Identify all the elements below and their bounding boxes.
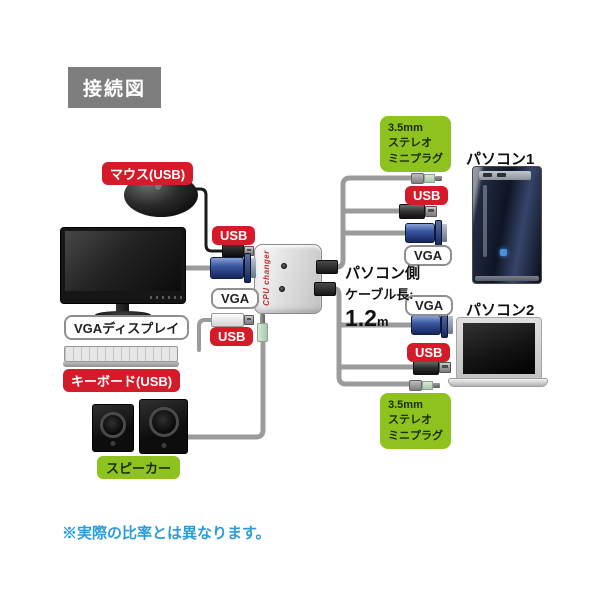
usb-connector-body — [413, 360, 439, 375]
vga-connector-flange — [244, 253, 251, 283]
usb-connector-tip — [244, 315, 254, 325]
speaker-port — [110, 441, 116, 446]
cable-length-unit: m — [376, 314, 389, 329]
cable-note-line2: ケーブル長: — [345, 287, 414, 302]
vga-connector-snout — [442, 224, 447, 242]
pc1-tower-image — [472, 166, 542, 284]
pc2-stereo-plug — [409, 379, 440, 392]
laptop-base — [448, 378, 548, 387]
kvm-select-button — [281, 263, 287, 269]
pc2-vga-connector — [411, 312, 453, 338]
pc1-name: パソコン1 — [466, 151, 535, 168]
tower-drive-slot — [497, 173, 506, 177]
monitor-stand-neck — [116, 304, 129, 312]
keyboard-image — [64, 346, 178, 362]
tower-base — [475, 276, 539, 281]
cable-length-value-row: 1.2m — [345, 305, 420, 332]
vga-display-image — [60, 227, 186, 304]
keyboard-usb-cable — [197, 318, 214, 352]
pc1-stereo-plug — [411, 172, 442, 185]
monitor-vga-connector — [210, 253, 256, 283]
keyboard-front-edge — [63, 362, 179, 367]
plug-tip — [433, 383, 440, 388]
cable-length-note: パソコン側 ケーブル長: 1.2m — [345, 262, 420, 332]
mouse-usb-label: USB — [212, 226, 256, 245]
keyboard-usb-label: USB — [210, 327, 254, 346]
pc2-vga-label: VGA — [405, 295, 454, 316]
speaker-plug-tip — [260, 314, 265, 324]
usb-contact — [428, 209, 434, 212]
plug-body — [409, 380, 422, 391]
vga-connector-flange — [435, 220, 442, 246]
plug-sleeve — [424, 174, 435, 183]
usb-connector-tip — [425, 206, 437, 217]
pc1-cable-trunk — [334, 175, 416, 270]
keyboard-label: キーボード(USB) — [63, 369, 181, 392]
pc2-name: パソコン2 — [466, 302, 535, 319]
tower-drive-slot — [483, 173, 492, 177]
tower-top-panel — [479, 171, 531, 180]
vga-connector-body — [405, 223, 435, 243]
pc1-vga-label: VGA — [404, 245, 453, 266]
speaker-label: スピーカー — [97, 456, 181, 479]
speaker-port — [161, 443, 166, 448]
vga-display-label: VGAディスプレイ — [64, 315, 190, 340]
speaker-right-image — [139, 399, 188, 454]
kvm-pc2-port — [314, 282, 336, 296]
pc1-stereo-plug-label: 3.5mm ステレオ ミニプラグ — [380, 116, 451, 173]
speaker-plug-body — [257, 323, 268, 342]
pc2-usb-connector — [413, 360, 451, 375]
usb-contact — [247, 318, 251, 320]
usb-contact — [442, 365, 448, 368]
laptop-screen — [463, 323, 535, 374]
kvm-pc1-port — [316, 260, 338, 274]
scale-note: ※実際の比率とは異なります。 — [62, 525, 271, 542]
speaker-audio-cable — [184, 339, 266, 440]
mouse-cable — [192, 187, 228, 253]
cable-note-line1: パソコン側 — [345, 265, 421, 282]
kvm-switch-image — [254, 244, 322, 314]
pc1-vga-connector — [405, 220, 447, 246]
pc2-cable-trunk — [332, 286, 414, 387]
plug-sleeve — [422, 381, 433, 390]
monitor-screen — [65, 231, 181, 291]
usb-contact — [247, 249, 251, 251]
speaker-cone — [100, 412, 126, 438]
monitor-vga-label: VGA — [211, 288, 260, 309]
pc2-laptop-image — [456, 317, 542, 379]
pc2-stereo-plug-label: 3.5mm ステレオ ミニプラグ — [380, 393, 451, 450]
mouse-label: マウス(USB) — [102, 162, 194, 185]
speaker-left-image — [92, 404, 134, 452]
vga-connector-snout — [448, 316, 453, 334]
pc1-usb-connector — [399, 204, 437, 219]
speaker-cone — [148, 407, 179, 437]
tower-power-led — [500, 249, 507, 256]
page-title: 接続図 — [68, 67, 162, 108]
usb-connector-body — [211, 313, 244, 327]
tower-front-slot — [483, 185, 487, 257]
kvm-brand-text: CPU changer — [262, 250, 271, 306]
usb-connector-tip — [439, 362, 451, 373]
plug-tip — [435, 176, 442, 181]
vga-connector-snout — [251, 258, 256, 278]
keyboard-usb-connector — [211, 313, 254, 327]
pc1-usb-label: USB — [405, 186, 449, 205]
cable-length-value: 1.2 — [345, 305, 377, 331]
plug-body — [411, 173, 424, 184]
monitor-buttons — [150, 296, 182, 299]
vga-connector-body — [210, 257, 244, 279]
usb-connector-body — [399, 204, 425, 219]
kvm-select-button — [279, 286, 285, 292]
pc2-usb-label: USB — [407, 343, 451, 362]
